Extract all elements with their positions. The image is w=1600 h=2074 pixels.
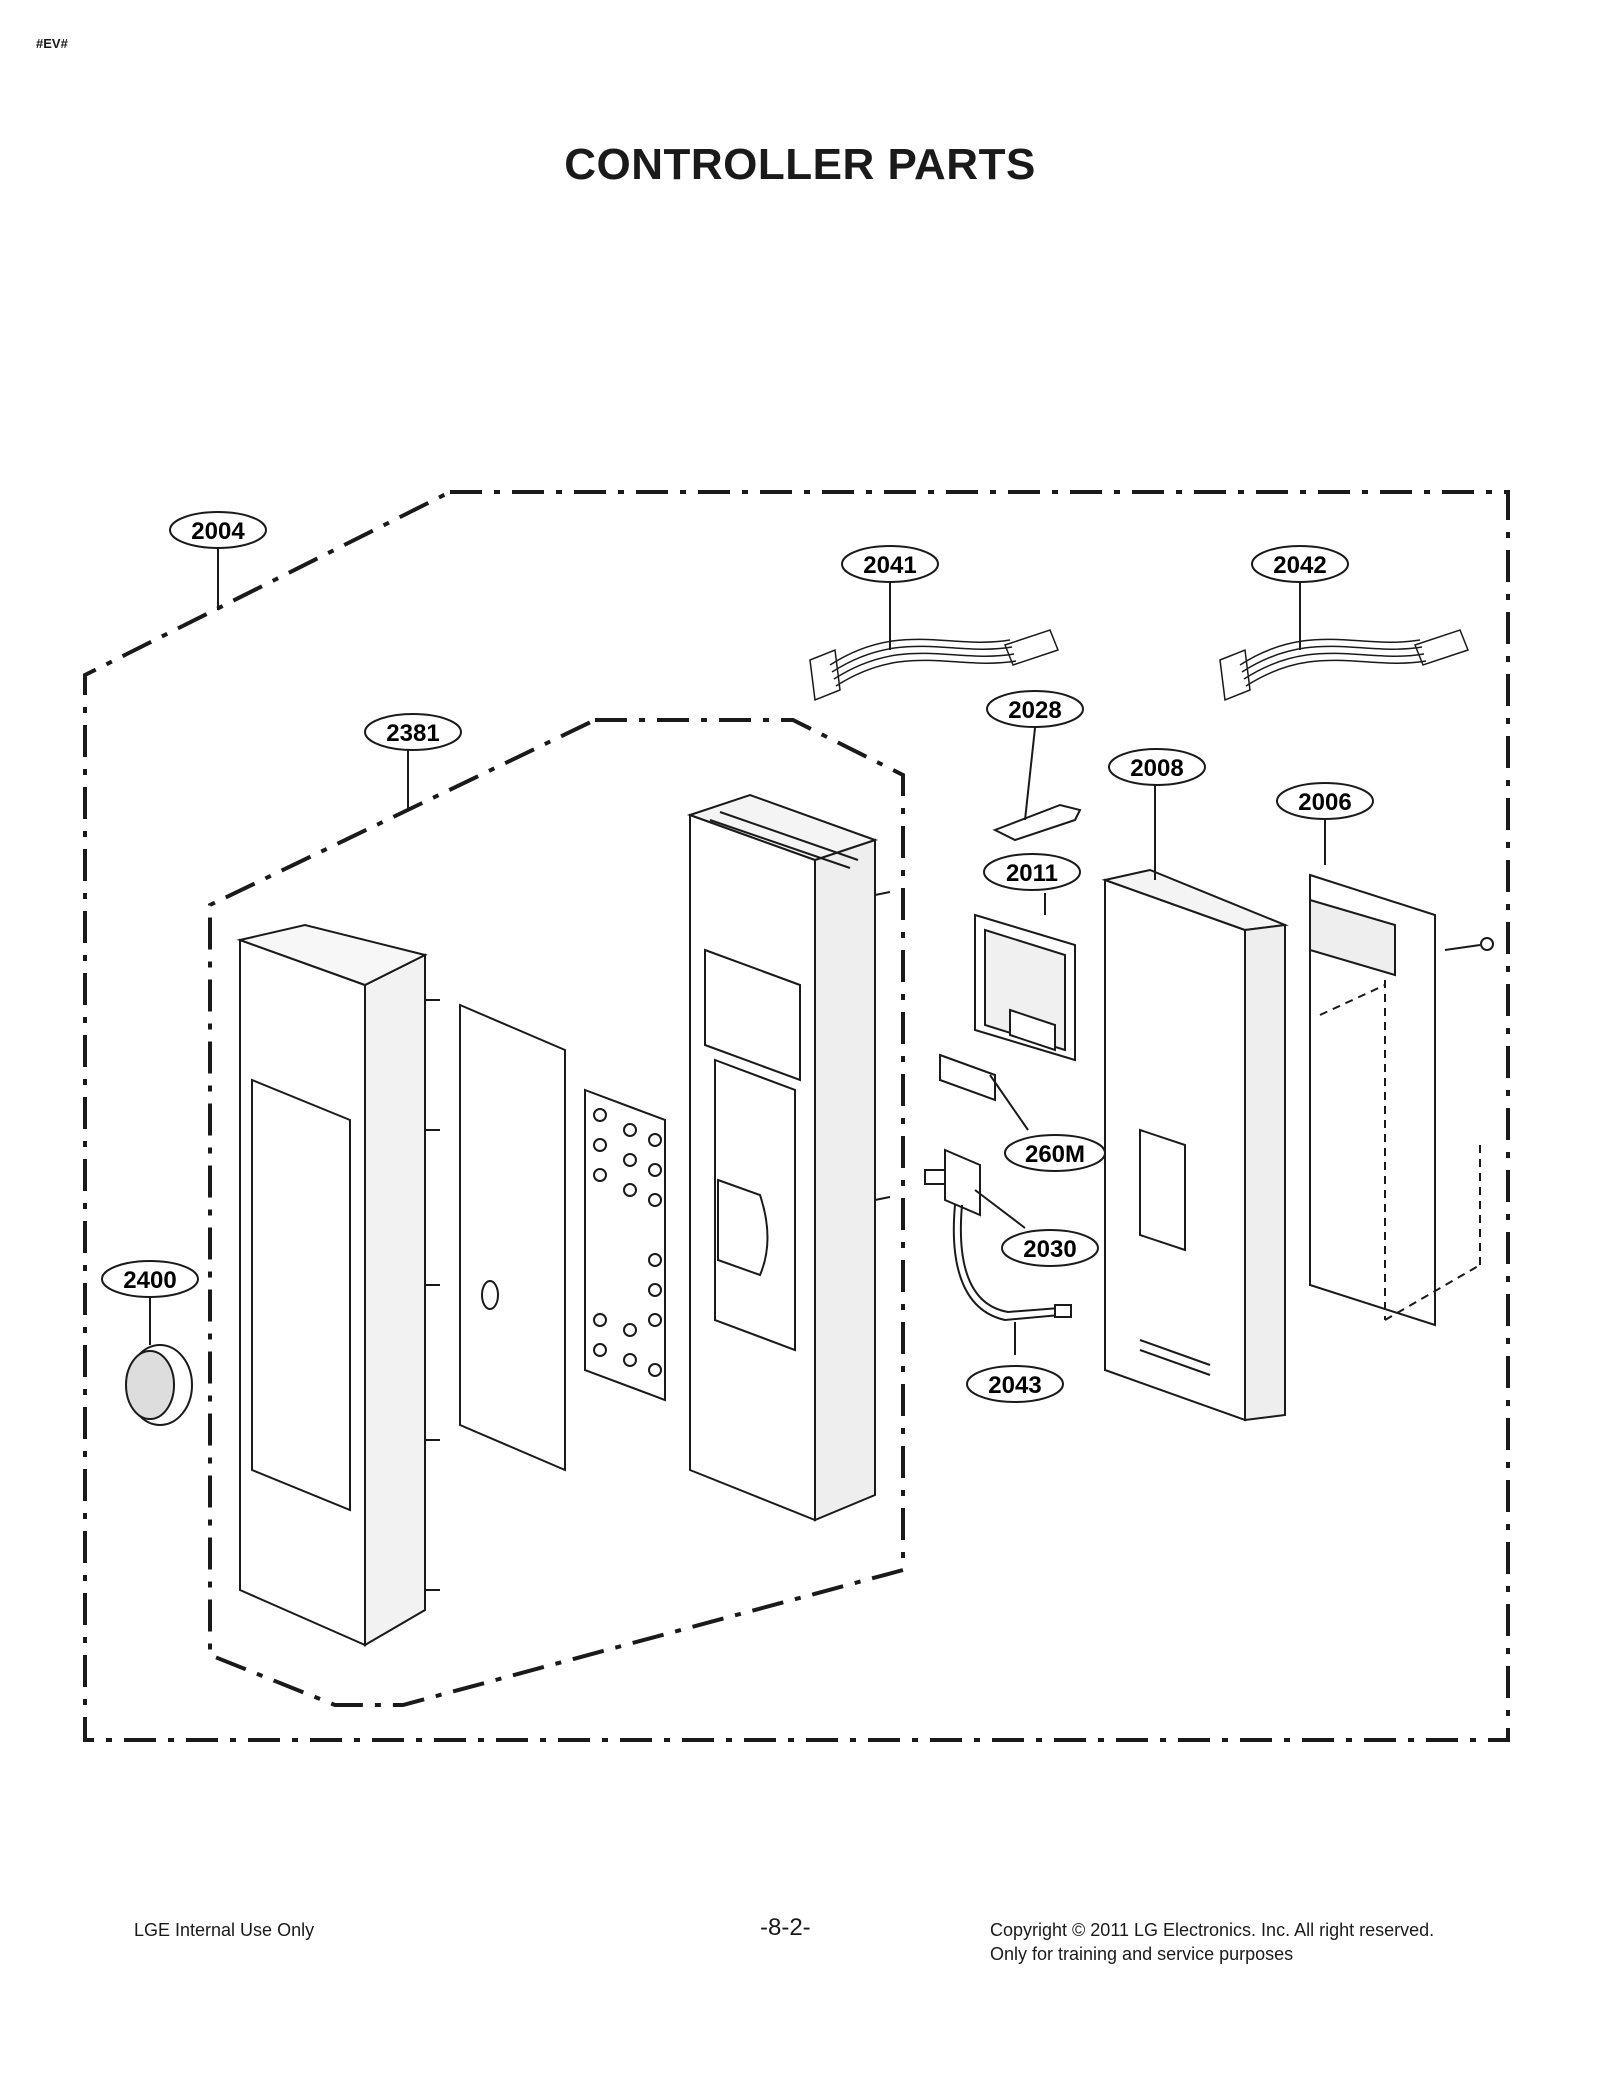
footer-internal-use: LGE Internal Use Only xyxy=(134,1920,315,1940)
callout-2041: 2041 xyxy=(841,545,939,583)
callout-2400-label: 2400 xyxy=(123,1267,176,1294)
wire-harness-2041 xyxy=(809,629,1059,702)
callout-2008-label: 2008 xyxy=(1130,755,1183,782)
document-code: #EV# xyxy=(36,36,68,51)
membrane-sheet xyxy=(459,1003,566,1472)
callout-2381-label: 2381 xyxy=(386,720,439,747)
callout-2011: 2011 xyxy=(983,853,1081,891)
footer-page-number: -8-2- xyxy=(760,1914,811,1941)
callout-2042: 2042 xyxy=(1251,545,1349,583)
callout-2381: 2381 xyxy=(364,713,462,751)
callout-2041-label: 2041 xyxy=(863,552,916,579)
callout-2006: 2006 xyxy=(1276,782,1374,820)
display-frame-2011 xyxy=(974,913,1076,1062)
callout-2028-label: 2028 xyxy=(1008,697,1061,724)
callout-2004: 2004 xyxy=(169,511,267,549)
outer-assembly-boundary xyxy=(83,490,1510,1742)
callout-leaders xyxy=(149,547,1326,1355)
callout-2043: 2043 xyxy=(966,1365,1064,1403)
callout-2030: 2030 xyxy=(1001,1229,1099,1267)
inner-assembly-boundary xyxy=(208,718,905,1707)
callout-2400: 2400 xyxy=(101,1260,199,1298)
callout-2030-label: 2030 xyxy=(1023,1236,1076,1263)
footer-copyright: Copyright © 2011 LG Electronics. Inc. Al… xyxy=(990,1918,1434,1966)
clip-2028 xyxy=(992,803,1082,842)
page-title: CONTROLLER PARTS xyxy=(564,140,1036,189)
keypad-plate xyxy=(584,1088,666,1402)
callout-2042-label: 2042 xyxy=(1273,552,1326,579)
control-pcb-2006 xyxy=(1309,873,1494,1327)
sensor-board-260m xyxy=(939,1053,996,1102)
encoder-2030 xyxy=(924,1148,1072,1322)
callout-2028: 2028 xyxy=(986,690,1084,728)
front-panel xyxy=(236,923,440,1647)
footer-copyright-line2: Only for training and service purposes xyxy=(990,1944,1294,1964)
footer-copyright-line1: Copyright © 2011 LG Electronics. Inc. Al… xyxy=(990,1920,1435,1940)
pcb-bracket-2008 xyxy=(1101,868,1289,1422)
control-housing xyxy=(686,793,891,1522)
callout-2043-label: 2043 xyxy=(988,1372,1041,1399)
callout-2006-label: 2006 xyxy=(1298,789,1351,816)
wire-harness-2042 xyxy=(1219,629,1469,702)
callout-2011-label: 2011 xyxy=(1006,860,1058,887)
control-knob xyxy=(125,1344,193,1426)
callout-2008: 2008 xyxy=(1108,748,1206,786)
callout-260m: 260M xyxy=(1004,1134,1106,1172)
callout-260m-label: 260M xyxy=(1025,1141,1085,1168)
callout-2004-label: 2004 xyxy=(191,518,245,545)
